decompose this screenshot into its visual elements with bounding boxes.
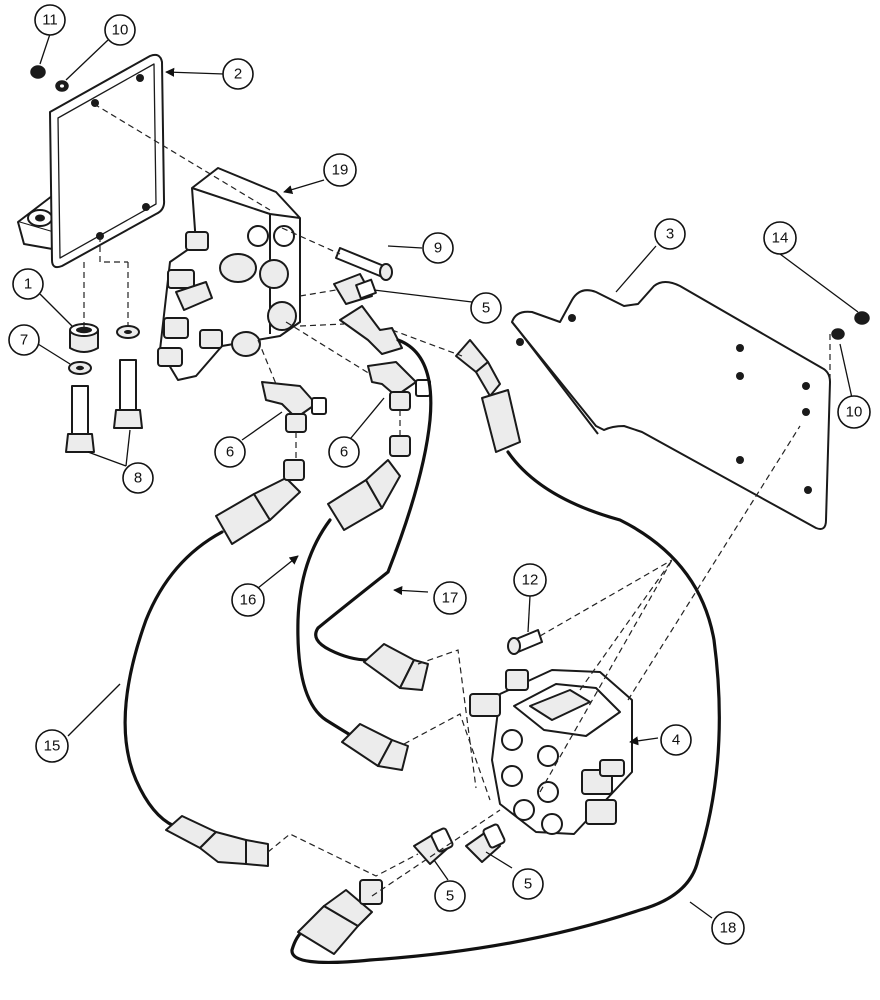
lower-control-valve xyxy=(469,669,633,835)
fitting-5-lower-right xyxy=(465,823,506,863)
callout-10-top-label: 10 xyxy=(112,22,129,39)
washer-stack xyxy=(116,325,140,339)
spacer-1 xyxy=(69,323,99,353)
callout-12-label: 12 xyxy=(522,572,539,589)
alignment-lines xyxy=(83,103,831,897)
callout-15-label: 15 xyxy=(44,738,61,755)
hose-17 xyxy=(314,338,433,691)
callout-5-lower-left-label: 5 xyxy=(446,888,454,905)
bolt-8-right xyxy=(113,359,143,429)
tee-fitting-6-right xyxy=(367,361,431,411)
callout-17: 17 xyxy=(433,581,467,615)
callout-16: 16 xyxy=(231,583,265,617)
callout-1-label: 1 xyxy=(24,276,32,293)
callout-18-label: 18 xyxy=(720,920,737,937)
callout-8: 8 xyxy=(122,462,154,494)
hose-16 xyxy=(296,435,411,771)
right-mounting-plate xyxy=(511,281,831,530)
callout-7-label: 7 xyxy=(20,332,28,349)
left-mounting-plate xyxy=(17,53,166,269)
callout-4: 4 xyxy=(660,724,692,756)
callout-19-label: 19 xyxy=(332,162,349,179)
callout-6-right: 6 xyxy=(328,436,360,468)
callout-17-label: 17 xyxy=(442,590,459,607)
lock-washer-10 xyxy=(55,80,69,92)
tee-fitting-6-left xyxy=(261,381,327,433)
callout-14: 14 xyxy=(763,221,797,255)
callout-3-label: 3 xyxy=(666,226,674,243)
callout-9: 9 xyxy=(422,232,454,264)
bolt-8-left xyxy=(65,385,95,453)
callout-6-left: 6 xyxy=(214,436,246,468)
nut-14 xyxy=(854,311,870,325)
callout-16-label: 16 xyxy=(240,592,257,609)
callout-2-label: 2 xyxy=(234,66,242,83)
callout-19: 19 xyxy=(323,153,357,187)
callout-14-label: 14 xyxy=(772,230,789,247)
hose-18 xyxy=(290,339,721,965)
callout-12: 12 xyxy=(513,563,547,597)
callout-10-right-label: 10 xyxy=(846,404,863,421)
callout-5-lower-right: 5 xyxy=(512,868,544,900)
bolt-12 xyxy=(507,629,543,655)
callout-11-label: 11 xyxy=(42,12,58,29)
elbow-fitting-upper xyxy=(339,305,403,355)
top-valve-block xyxy=(157,167,301,381)
leader-lines xyxy=(37,33,859,919)
nut-11 xyxy=(30,65,46,79)
callout-7: 7 xyxy=(8,324,40,356)
hose-15 xyxy=(123,459,305,867)
callout-5-upper-label: 5 xyxy=(482,300,490,317)
callout-8-label: 8 xyxy=(134,470,142,487)
callout-10-right: 10 xyxy=(837,395,871,429)
callout-15: 15 xyxy=(35,729,69,763)
callout-10-top: 10 xyxy=(104,14,136,46)
callout-4-label: 4 xyxy=(672,732,680,749)
callout-5-upper: 5 xyxy=(470,292,502,324)
lock-washer-10-right xyxy=(831,328,845,340)
bolt-9 xyxy=(335,247,393,281)
callout-2: 2 xyxy=(222,58,254,90)
callout-6-left-label: 6 xyxy=(226,444,234,461)
callout-9-label: 9 xyxy=(434,240,442,257)
callout-1: 1 xyxy=(12,268,44,300)
washer-7 xyxy=(68,361,92,375)
callout-18: 18 xyxy=(711,911,745,945)
callout-5-lower-left: 5 xyxy=(434,880,466,912)
callout-6-right-label: 6 xyxy=(340,444,348,461)
callout-5-lower-right-label: 5 xyxy=(524,876,532,893)
callout-11: 11 xyxy=(34,4,66,36)
fitting-5-upper xyxy=(333,273,377,305)
callout-3: 3 xyxy=(654,218,686,250)
